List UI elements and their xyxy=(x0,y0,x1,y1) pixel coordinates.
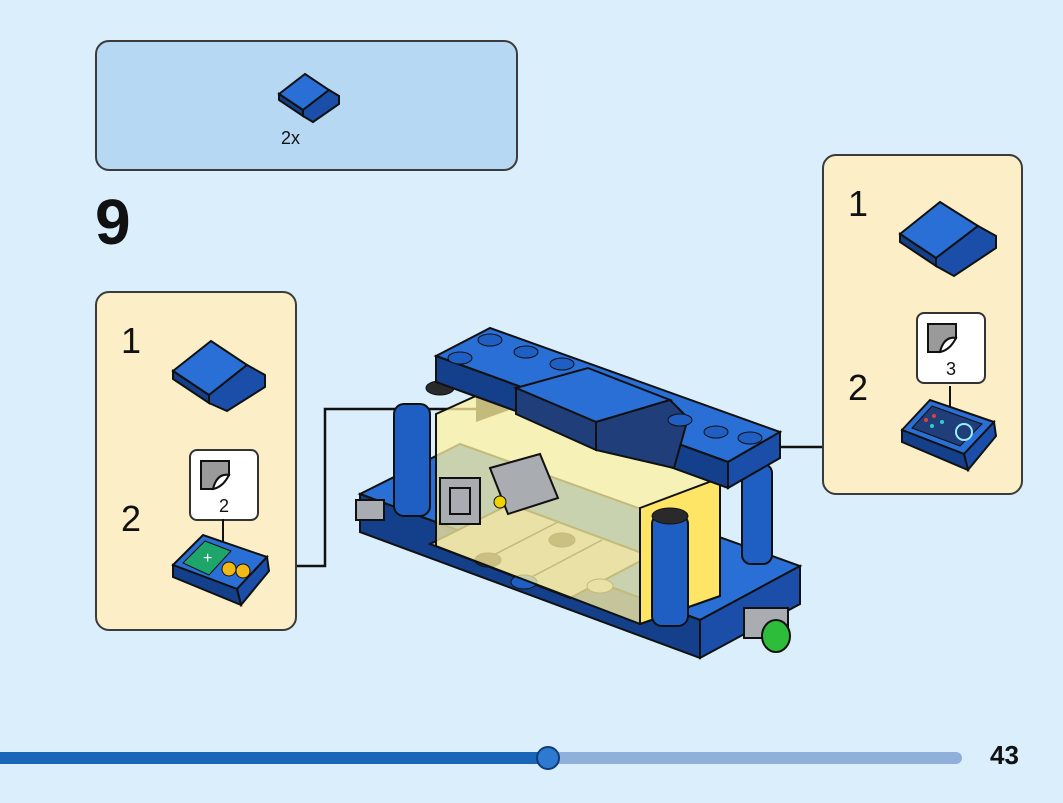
step-number: 9 xyxy=(95,186,131,258)
substep-2-number: 2 xyxy=(848,367,869,408)
sticker-callout: 3 xyxy=(916,312,986,384)
parts-quantity: 2x xyxy=(281,128,301,148)
right-subassembly-callout: 1 2 3 xyxy=(822,154,1023,495)
sticker-peel-icon xyxy=(927,323,958,354)
substep-1-number: 1 xyxy=(848,183,869,224)
substep-2-number: 2 xyxy=(121,498,142,539)
progress-bar-fill xyxy=(0,752,549,764)
blue-slope-brick-icon xyxy=(171,339,266,413)
sticker-callout: 2 xyxy=(189,449,259,521)
sticker-peel-icon xyxy=(200,460,231,491)
blue-slope-brick-icon xyxy=(277,72,340,124)
left-subassembly-callout: 1 2 2 + xyxy=(95,291,297,631)
blue-slope-brick-icon xyxy=(898,200,997,278)
progress-knob xyxy=(536,746,561,770)
parts-list-box: 2x xyxy=(95,40,518,171)
sticker-number: 3 xyxy=(945,359,956,379)
blue-printed-slope-icon: + xyxy=(171,519,271,608)
blue-printed-slope-icon xyxy=(900,386,998,473)
svg-text:+: + xyxy=(203,550,212,567)
substep-1-number: 1 xyxy=(121,320,142,361)
sticker-number: 2 xyxy=(218,496,229,516)
model-illustration xyxy=(355,326,803,660)
page-number: 43 xyxy=(990,740,1019,770)
